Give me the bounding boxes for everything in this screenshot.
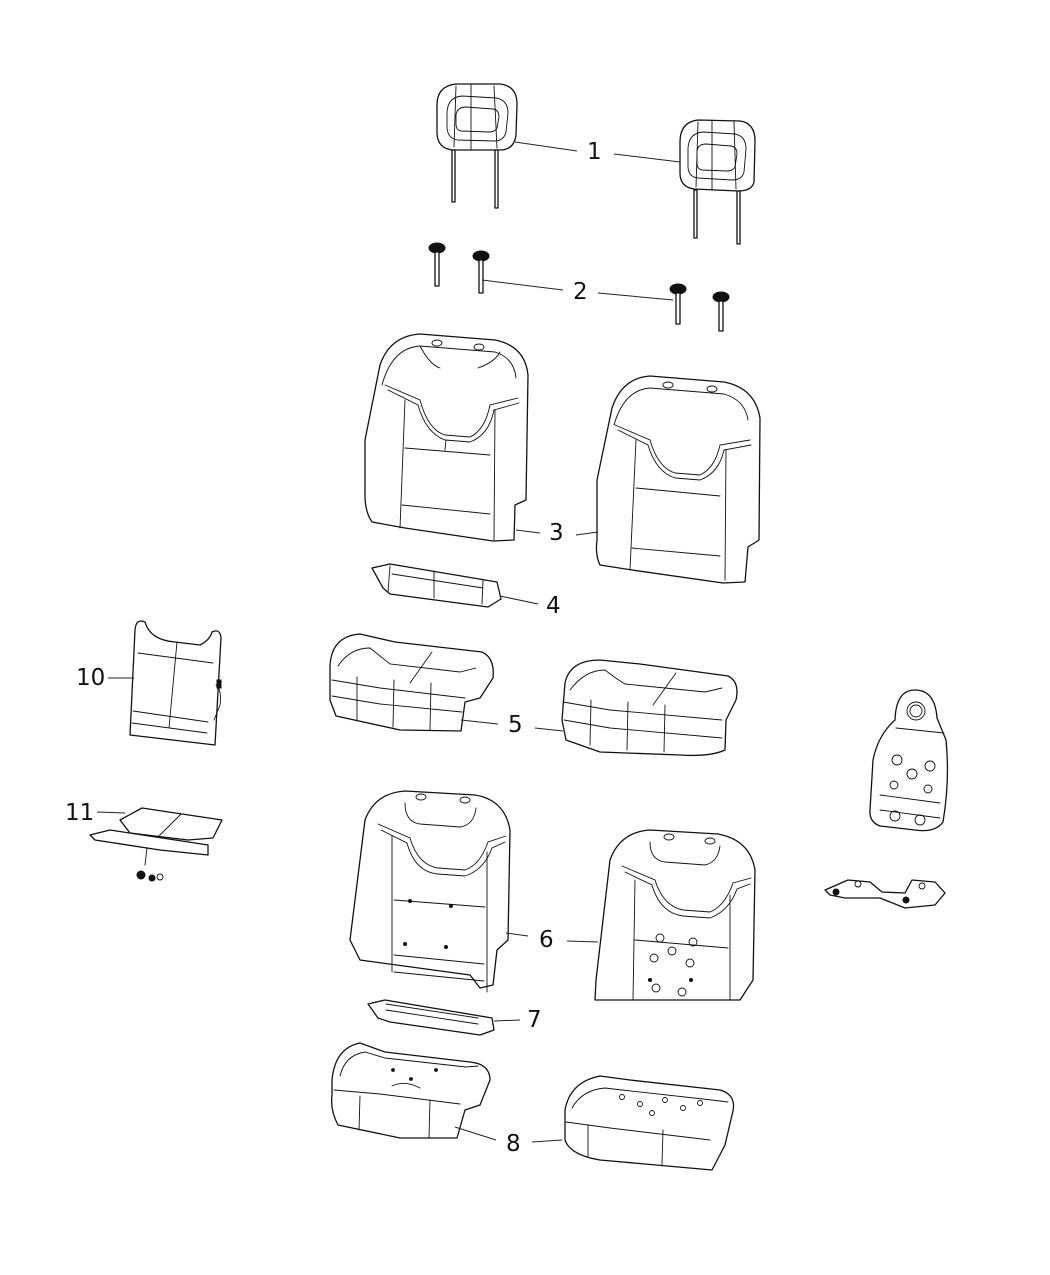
leader-lines [96,141,681,1143]
seat-back-lower-trim[interactable] [371,563,502,608]
headrest-guide-1[interactable] [428,242,446,287]
callout-2: 2 [573,279,588,305]
callout-7: 7 [527,1007,542,1033]
seat-back-foam-left[interactable] [349,790,511,993]
seat-back-lower-foam[interactable] [367,999,495,1036]
lumbar-bracket[interactable] [824,879,946,909]
callout-8: 8 [506,1131,521,1157]
headrest-guide-3[interactable] [669,283,687,325]
callout-4: 4 [546,593,561,619]
callout-11: 11 [65,800,95,826]
callout-1: 1 [587,139,602,165]
seat-cushion-cover-right[interactable] [561,659,738,757]
seat-cushion-foam-right[interactable] [564,1075,735,1171]
callout-10: 10 [76,665,106,691]
seat-back-foam-right[interactable] [594,829,756,1001]
headrest-guide-4[interactable] [712,291,730,332]
seat-cushion-cover-left[interactable] [329,633,494,732]
callout-6: 6 [539,927,554,953]
seat-back-heater-element[interactable] [129,620,222,746]
seat-cushion-foam-left[interactable] [330,1042,491,1139]
callout-5: 5 [508,712,523,738]
seat-back-cover-left[interactable] [364,333,529,542]
lumbar-support-pad[interactable] [869,689,949,832]
headrest-guide-2[interactable] [472,250,490,294]
headrest-left[interactable] [436,83,518,209]
seat-cushion-heater-element[interactable] [89,807,223,882]
seat-back-cover-right[interactable] [595,375,761,584]
callout-3: 3 [549,520,564,546]
headrest-right[interactable] [679,119,756,245]
